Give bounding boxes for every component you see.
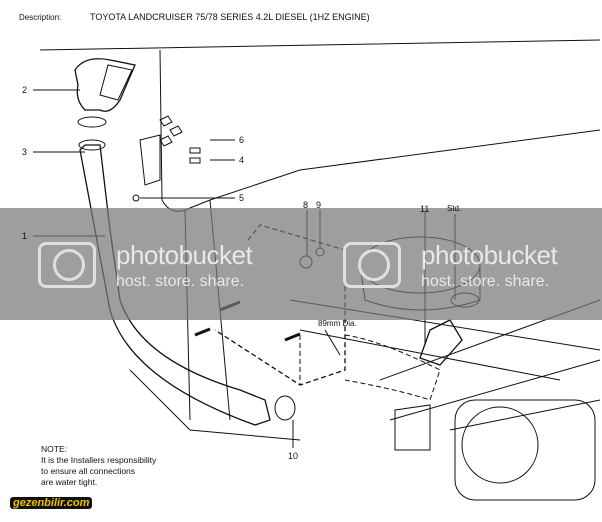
callout-10: 10 — [288, 451, 299, 461]
callout-4: 4 — [239, 155, 245, 165]
watermark-right: photobucket host. store. share. — [421, 240, 558, 290]
callout-2: 2 — [22, 85, 28, 95]
callout-8: 8 — [303, 200, 309, 210]
callout-1: 1 — [22, 231, 28, 241]
air-ram-head — [74, 58, 136, 112]
hose-clamp-10 — [274, 395, 296, 421]
site-logo: gezenbilir.com — [10, 497, 93, 509]
nuts — [159, 115, 183, 147]
camera-icon — [38, 242, 96, 288]
intake-hose — [419, 319, 463, 366]
description-value: TOYOTA LANDCRUISER 75/78 SERIES 4.2L DIE… — [90, 12, 370, 22]
dashed-intake-path — [299, 334, 441, 401]
bolts — [189, 147, 201, 164]
mounting-bracket — [139, 134, 161, 186]
hood-outline — [39, 39, 601, 212]
headlight-lens — [461, 406, 539, 484]
callout-9: 9 — [316, 200, 322, 210]
headlight — [454, 399, 596, 501]
snorkel-top-opening — [78, 139, 106, 151]
watermark-left: photobucket host. store. share. — [116, 240, 253, 290]
air-ram-grille — [99, 64, 133, 101]
installer-note: NOTE: It is the Installers responsibilit… — [41, 444, 157, 487]
diameter-label: 89mm Dia. — [318, 319, 357, 328]
fender-lines — [129, 299, 601, 441]
watermark-band — [0, 208, 602, 320]
description-label: Description: — [19, 13, 62, 22]
camera-icon — [343, 242, 401, 288]
hose-clamp-top — [77, 116, 107, 128]
screw — [132, 194, 140, 202]
callout-5: 5 — [239, 193, 245, 203]
snorkel-body — [79, 144, 271, 426]
callout-11: 11 — [420, 204, 430, 214]
callout-6: 6 — [239, 135, 245, 145]
indicator-light — [394, 404, 431, 451]
callout-3: 3 — [22, 147, 28, 157]
std-label: Std. — [447, 204, 462, 213]
